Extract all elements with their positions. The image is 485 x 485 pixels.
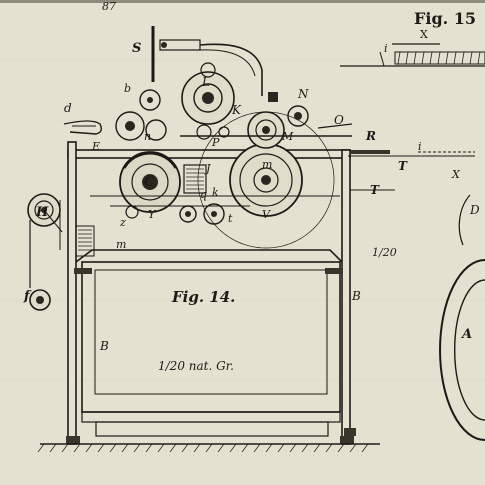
roller-m [247,105,309,149]
label-m-upper: M [281,130,294,143]
label-s: S [132,41,141,56]
label-b-left: B [99,339,109,353]
fig14-scale: 1/20 nat. Gr. [158,359,234,373]
fig15-title: Fig. 15 [414,9,476,28]
label-m-lower: m [116,238,126,251]
label-t-lower: T [370,183,380,197]
page-number: 87 [102,0,116,13]
label-m-cyl: m [262,158,272,171]
label-a: A [460,327,472,342]
scale-mark: 1/20 [372,246,397,259]
roller-e-d [115,89,230,141]
label-q: q [200,188,207,201]
tape-guides [90,123,475,207]
fig15-label-i: i [384,42,388,55]
hook-d [63,120,103,135]
label-k: K [231,103,242,117]
cylinder-m [197,111,335,249]
label-t-upper: T [398,159,408,173]
machine-frame [37,141,380,453]
fig15-label-x: X [420,28,428,41]
label-d-right: D [469,203,480,217]
label-z: z [119,216,126,229]
label-e: E [91,140,100,153]
label-n: n [144,130,151,143]
label-r: R [365,129,376,143]
label-y: Y [148,208,157,221]
label-x: X [451,168,461,181]
label-h: H [35,205,49,220]
page-edge [0,0,485,3]
partial-wheel-a [439,194,485,441]
label-p: P [211,136,220,149]
label-d: d [64,101,72,115]
fig14-title: Fig. 14. [171,288,235,306]
spindle-s [151,26,278,102]
label-f: f [23,289,32,304]
fig15-strip [340,43,485,67]
cylinder-c [119,151,181,213]
pulley-h [27,193,63,288]
label-b: b [124,82,131,95]
label-o: O [334,113,344,127]
label-k-lower: k [212,186,219,199]
label-j: J [204,162,211,175]
label-v: V [262,208,271,221]
label-t-small: t [228,212,233,225]
label-i: i [418,140,422,153]
gear-j [183,164,207,194]
upper-roller-l [181,62,235,125]
label-l: L [201,75,210,89]
label-b-right: B [351,289,361,303]
label-c: C [144,175,155,190]
label-n-upper: N [297,87,309,101]
weight-f [29,289,51,311]
